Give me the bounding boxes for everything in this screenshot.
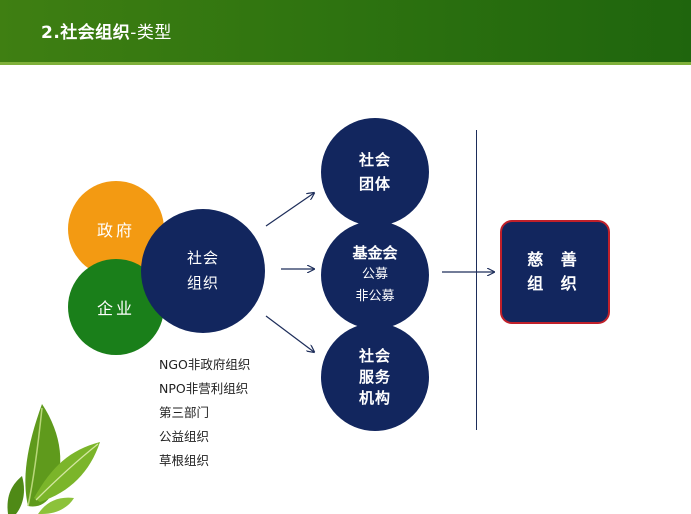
charity-line1: 慈 善 (527, 250, 583, 269)
social-group-line2: 团体 (358, 175, 391, 193)
list-item: 第三部门 (159, 405, 210, 420)
title-main: 2.社会组织 (41, 23, 131, 43)
arrow-to-social-group (265, 193, 314, 227)
list-item: NGO非政府组织 (159, 357, 251, 372)
social-group-line1: 社会 (358, 151, 391, 169)
alias-list: NGO非政府组织 NPO非营利组织 第三部门 公益组织 草根组织 (159, 353, 250, 473)
divider-line (476, 130, 477, 430)
enterprise-label: 企业 (96, 299, 135, 318)
header-divider (0, 62, 691, 65)
title-sub: -类型 (130, 23, 172, 43)
foundation-line1: 基金会 (352, 244, 398, 262)
leaf-icon (7, 404, 100, 514)
government-label: 政府 (96, 221, 135, 240)
charity-line2: 组 织 (527, 274, 583, 293)
header-bar (0, 0, 691, 62)
foundation-line2: 公募 (361, 267, 388, 282)
charity-box: 慈 善 组 织 (500, 220, 610, 324)
social-org-circle: 社会 组织 (141, 209, 265, 333)
list-item: 公益组织 (159, 429, 210, 444)
arrow-to-service-org (265, 315, 314, 352)
social-org-line1: 社会 (186, 249, 219, 267)
social-group-circle: 社会 团体 (321, 118, 429, 226)
service-org-circle: 社会 服务 机构 (321, 323, 429, 431)
page-title: 2.社会组织-类型 (41, 18, 172, 43)
social-org-line2: 组织 (186, 274, 219, 292)
foundation-line3: 非公募 (355, 289, 395, 304)
foundation-circle: 基金会 公募 非公募 (321, 221, 429, 329)
service-org-line3: 机构 (358, 388, 391, 407)
list-item: 草根组织 (159, 453, 210, 468)
service-org-line2: 服务 (358, 367, 391, 386)
list-item: NPO非营利组织 (159, 381, 249, 396)
service-org-line1: 社会 (358, 346, 391, 365)
